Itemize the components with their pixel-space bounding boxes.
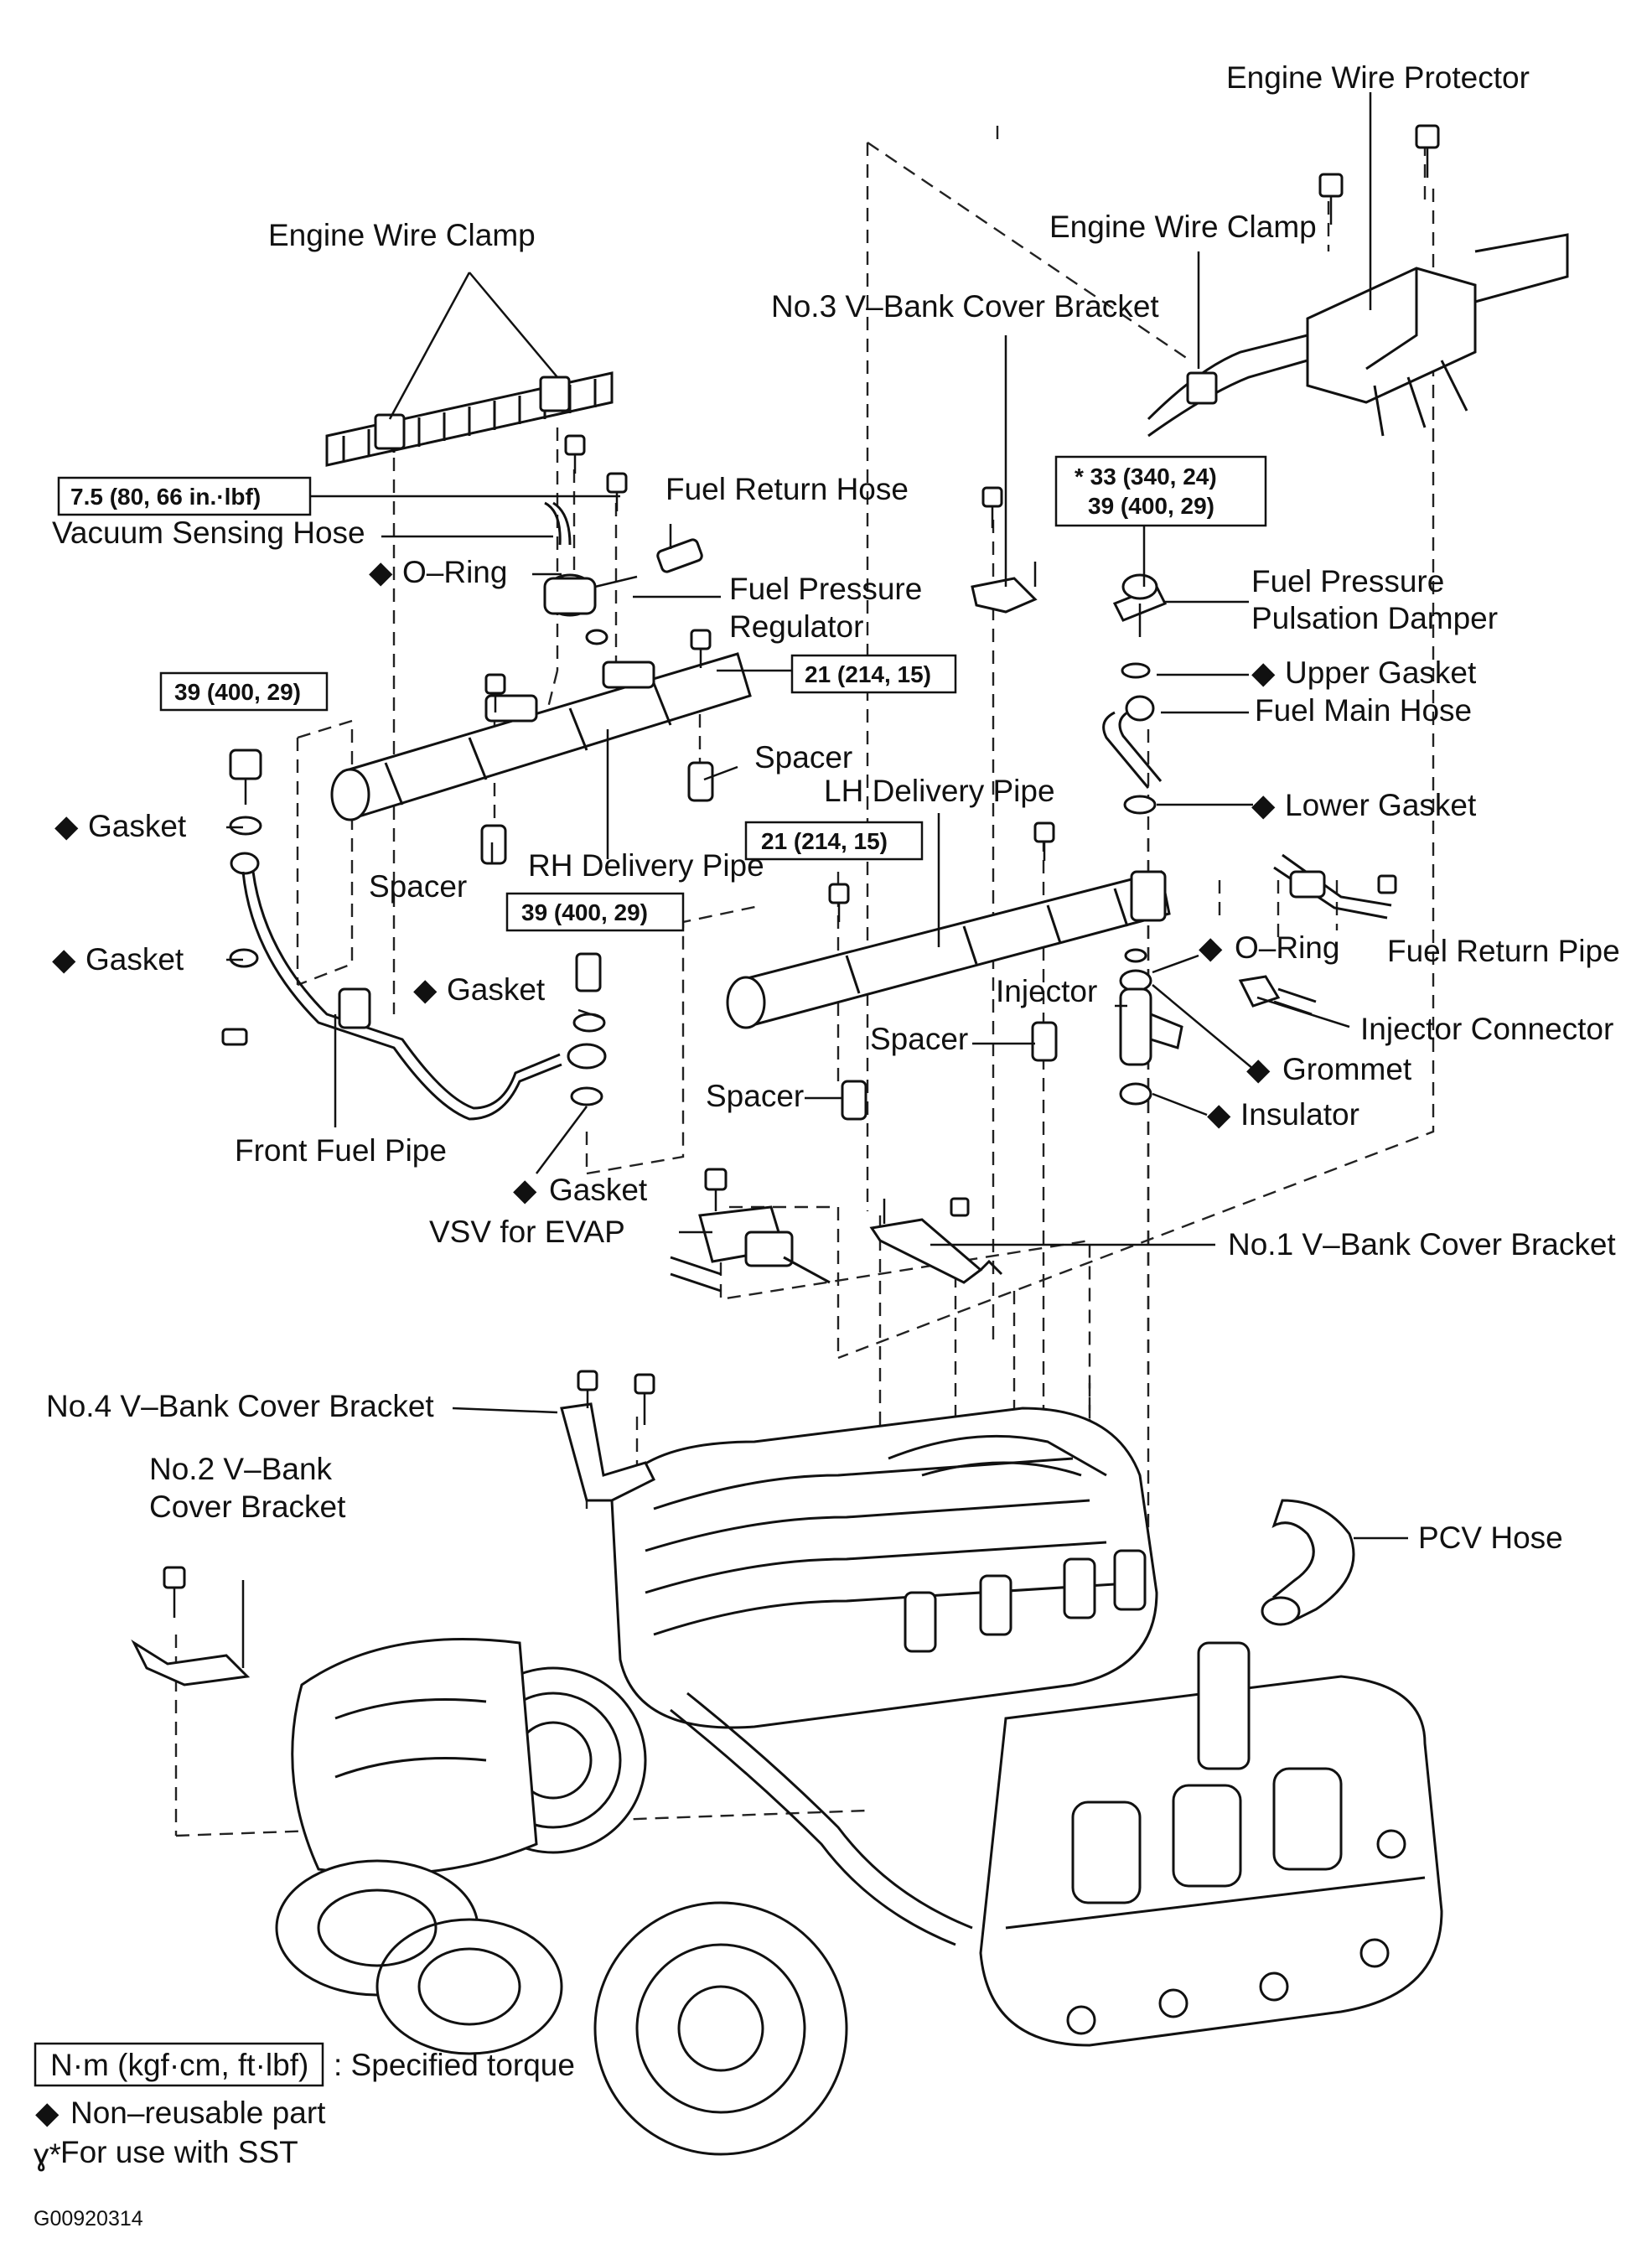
label-grommet: Grommet — [1282, 1052, 1412, 1086]
label-gasket-1: Gasket — [88, 809, 187, 843]
label-spacer-left: Spacer — [369, 869, 467, 904]
label-lh-delivery-pipe: LH Delivery Pipe — [824, 774, 1055, 808]
label-o-ring-right: O–Ring — [1235, 930, 1339, 965]
label-pcv-hose: PCV Hose — [1418, 1521, 1563, 1555]
label-spacer-mid: Spacer — [870, 1022, 968, 1056]
legend-torque-desc: : Specified torque — [334, 2048, 575, 2082]
label-upper-gasket: Upper Gasket — [1285, 655, 1477, 690]
rh-bolts — [484, 434, 712, 712]
no1-bracket-part — [869, 1197, 1003, 1284]
label-insulator: Insulator — [1240, 1097, 1359, 1132]
label-spacer-rh-upper: Spacer — [754, 740, 852, 775]
engine-wire-protector-assembly — [1147, 124, 1569, 438]
label-fuel-return-pipe: Fuel Return Pipe — [1387, 934, 1620, 968]
vsv-part — [670, 1168, 831, 1293]
legend-non-reusable-desc: Non–reusable part — [70, 2096, 326, 2130]
lh-delivery-pipe-part — [726, 486, 1171, 1121]
leader-lines — [226, 92, 1408, 1668]
label-vsv-for-evap: VSV for EVAP — [429, 1215, 625, 1249]
fuel-pressure-regulator-part — [543, 501, 703, 645]
label-engine-wire-clamp-right: Engine Wire Clamp — [1049, 210, 1317, 244]
legend-sst-symbol: ɣ* — [34, 2137, 61, 2172]
label-fuel-main-hose: Fuel Main Hose — [1255, 693, 1472, 728]
pulsation-damper-part — [1102, 573, 1168, 815]
rh-delivery-pipe-part — [330, 652, 752, 865]
non-reusable-symbol: ◆ — [54, 809, 79, 843]
label-gasket-4: Gasket — [549, 1173, 648, 1207]
label-engine-wire-protector: Engine Wire Protector — [1226, 60, 1530, 95]
injector-part — [1119, 948, 1317, 1106]
non-reusable-symbol: ◆ — [1251, 655, 1276, 690]
label-no1-bracket: No.1 V–Bank Cover Bracket — [1228, 1227, 1616, 1262]
label-no2-bracket-1: No.2 V–Bank — [149, 1452, 333, 1486]
label-engine-wire-clamp-left: Engine Wire Clamp — [268, 218, 536, 252]
no4-bracket-part — [560, 1370, 656, 1502]
non-reusable-symbol: ◆ — [413, 972, 438, 1007]
non-reusable-symbol: ◆ — [1207, 1097, 1231, 1132]
torque-21-lower: 21 (214, 15) — [761, 828, 888, 854]
label-fuel-pressure-regulator-2: Regulator — [729, 609, 863, 644]
figure-code: G00920314 — [34, 2207, 143, 2231]
engine-wire-left — [325, 371, 614, 467]
pcv-hose-part — [1261, 1499, 1355, 1626]
non-reusable-symbol: ◆ — [369, 555, 393, 589]
non-reusable-symbol: ◆ — [35, 2096, 60, 2130]
label-fuel-pressure-damper-2: Pulsation Damper — [1251, 601, 1498, 635]
label-front-fuel-pipe: Front Fuel Pipe — [235, 1133, 447, 1168]
torque-boxes: 7.5 (80, 66 in.·lbf) * 33 (340, 24) 39 (… — [57, 455, 1267, 932]
torque-39-left: 39 (400, 29) — [174, 679, 301, 705]
label-lower-gasket: Lower Gasket — [1285, 788, 1477, 822]
engine-block — [275, 1407, 1443, 2156]
non-reusable-symbol: ◆ — [513, 1173, 537, 1207]
label-gasket-2: Gasket — [85, 942, 184, 977]
torque-39-damper: 39 (400, 29) — [1088, 493, 1214, 519]
label-no4-bracket: No.4 V–Bank Cover Bracket — [46, 1389, 434, 1423]
non-reusable-symbol: ◆ — [1246, 1052, 1271, 1086]
label-no2-bracket-2: Cover Bracket — [149, 1490, 346, 1524]
non-reusable-symbol: ◆ — [52, 942, 76, 977]
front-fuel-pipe-part — [221, 749, 607, 1121]
torque-7-5: 7.5 (80, 66 in.·lbf) — [70, 484, 261, 510]
torque-21-upper: 21 (214, 15) — [805, 661, 931, 687]
no2-bracket-part — [131, 1566, 251, 1686]
legend-sst-desc: For use with SST — [60, 2135, 298, 2169]
torque-33: * 33 (340, 24) — [1075, 464, 1217, 490]
label-gasket-3: Gasket — [447, 972, 546, 1007]
label-fuel-return-hose: Fuel Return Hose — [665, 472, 909, 506]
fuel-return-pipe-part — [1273, 853, 1397, 920]
legend: N·m (kgf·cm, ft·lbf) : Specified torque … — [34, 2042, 575, 2231]
label-fuel-pressure-regulator-1: Fuel Pressure — [729, 572, 922, 606]
no3-bracket-part — [971, 562, 1038, 614]
non-reusable-symbol: ◆ — [1251, 788, 1276, 822]
label-vacuum-sensing-hose: Vacuum Sensing Hose — [52, 516, 365, 550]
label-o-ring-left: O–Ring — [402, 555, 507, 589]
label-rh-delivery-pipe: RH Delivery Pipe — [528, 848, 764, 883]
non-reusable-symbol: ◆ — [1199, 930, 1223, 965]
torque-39-mid: 39 (400, 29) — [521, 899, 648, 925]
label-spacer-lower: Spacer — [706, 1079, 804, 1113]
label-injector-connector: Injector Connector — [1360, 1012, 1613, 1046]
part-labels: Engine Wire Protector Engine Wire Clamp … — [46, 60, 1620, 1555]
label-fuel-pressure-damper-1: Fuel Pressure — [1251, 564, 1444, 598]
label-no3-bracket: No.3 V–Bank Cover Bracket — [771, 289, 1159, 324]
label-injector: Injector — [996, 974, 1097, 1008]
legend-torque-units: N·m (kgf·cm, ft·lbf) — [50, 2048, 308, 2082]
